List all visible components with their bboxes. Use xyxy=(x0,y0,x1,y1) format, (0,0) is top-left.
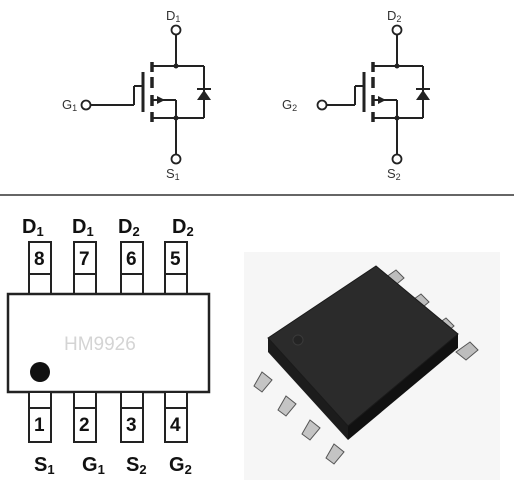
pin-8-label: D1 xyxy=(22,216,44,239)
package-photo xyxy=(244,252,500,480)
mosfet-1-gate-label: G1 xyxy=(62,97,77,113)
mosfet-1-source-label: S1 xyxy=(166,166,180,182)
pinout-bottom-labels: S1 G1 S2 G2 xyxy=(34,454,192,477)
mosfet-1-symbol xyxy=(90,34,205,155)
pinout-top-labels: D1 D1 D2 D2 xyxy=(22,216,194,239)
mosfet-2-arrow xyxy=(378,96,386,104)
mosfet-2-drain-terminal xyxy=(391,24,403,36)
mosfet-1-node-d xyxy=(173,63,179,69)
mosfet-1-gate-terminal xyxy=(80,99,92,111)
bottom-pin-numbers: 1 2 3 4 xyxy=(34,415,181,436)
pin-3-label: S2 xyxy=(126,454,147,477)
mosfet-2-node-s xyxy=(394,115,400,121)
top-pins xyxy=(28,241,188,295)
package-body-top xyxy=(267,265,459,427)
mosfet-1-arrow xyxy=(157,96,165,104)
mosfet-2-gate-terminal xyxy=(316,99,328,111)
mosfet-1-drain-label: D1 xyxy=(166,8,180,24)
mosfet-2-gate-label: G2 xyxy=(282,97,297,113)
mosfet-1-diode xyxy=(197,90,211,100)
chip-marking: HM9926 xyxy=(64,334,136,355)
pin-8-number: 8 xyxy=(34,249,45,270)
pin-2-number: 2 xyxy=(79,415,90,436)
pin-1-label: S1 xyxy=(34,454,55,477)
bottom-pins xyxy=(28,391,188,443)
top-pin-numbers: 8 7 6 5 xyxy=(34,249,181,270)
pin-7-number: 7 xyxy=(79,249,90,270)
pin-6-label: D2 xyxy=(118,216,140,239)
mosfet-1-node-s xyxy=(173,115,179,121)
pin-5-label: D2 xyxy=(172,216,194,239)
mosfet-2-node-d xyxy=(394,63,400,69)
pin-6-number: 6 xyxy=(126,249,137,270)
pin1-indicator-dot xyxy=(30,362,50,382)
mosfet-2-source-label: S2 xyxy=(387,166,401,182)
mosfet-2-source-terminal xyxy=(391,153,403,165)
pin-2-label: G1 xyxy=(82,454,105,477)
pin-4-label: G2 xyxy=(169,454,192,477)
package-body-side xyxy=(348,334,458,440)
package-body-front xyxy=(268,338,348,440)
mosfet-1-source-terminal xyxy=(170,153,182,165)
pin-1-number: 1 xyxy=(34,415,45,436)
pin-7-label: D1 xyxy=(72,216,94,239)
package-pin1-dimple xyxy=(292,334,304,346)
pin-4-number: 4 xyxy=(170,415,181,436)
pin-3-number: 3 xyxy=(126,415,137,436)
pin-5-number: 5 xyxy=(170,249,181,270)
mosfet-2-symbol xyxy=(326,34,424,155)
mosfet-2-drain-label: D2 xyxy=(387,8,401,24)
mosfet-2-diode xyxy=(416,90,430,100)
mosfet-1-drain-terminal xyxy=(170,24,182,36)
